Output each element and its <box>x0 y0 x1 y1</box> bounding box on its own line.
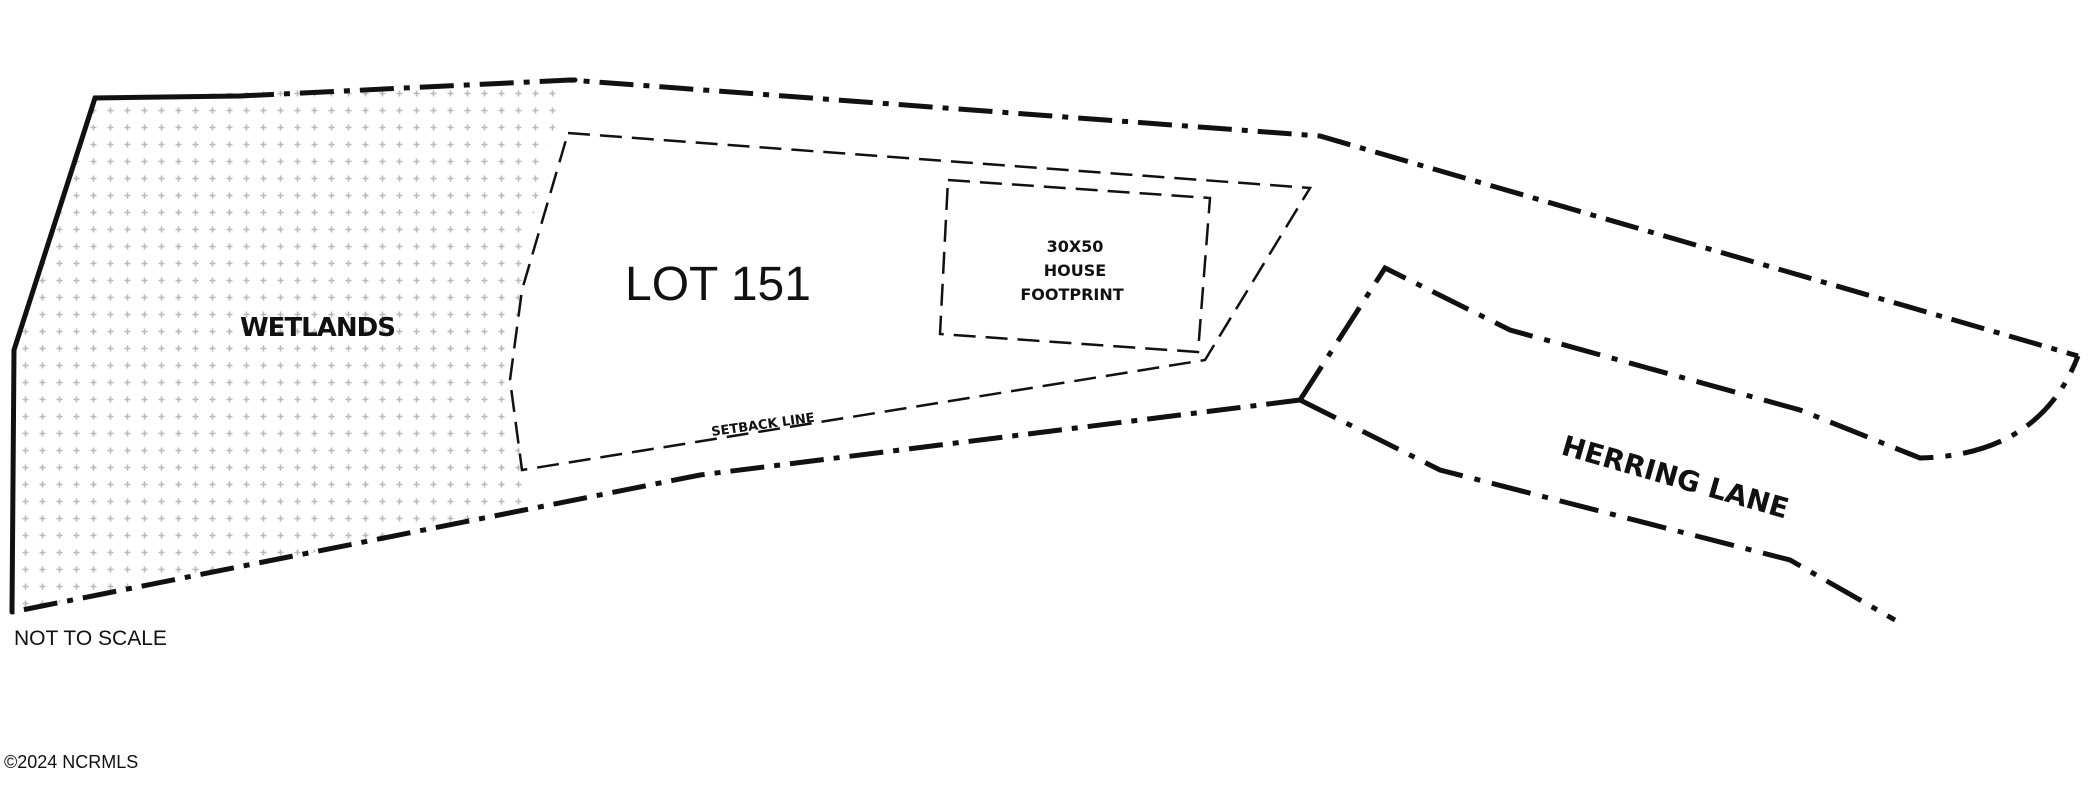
scale-note: NOT TO SCALE <box>14 627 167 650</box>
lot-label: LOT 151 <box>625 258 811 311</box>
house-footprint <box>938 178 1212 354</box>
road-edge-north <box>1297 264 2081 461</box>
road-edge-south <box>1298 397 1897 623</box>
house-footprint-line3: FOOTPRINT <box>1020 285 1123 304</box>
lot-boundary-dashdot <box>11 77 2079 615</box>
house-footprint-line1: 30X50 <box>1047 237 1104 256</box>
copyright: ©2024 NCRMLS <box>4 752 138 772</box>
setback-label: SETBACK LINE <box>710 411 815 440</box>
house-footprint-line2: HOUSE <box>1044 261 1106 280</box>
wetlands-area <box>12 80 570 612</box>
wetlands-label: WETLANDS <box>240 313 395 343</box>
setback-line <box>508 131 1313 472</box>
